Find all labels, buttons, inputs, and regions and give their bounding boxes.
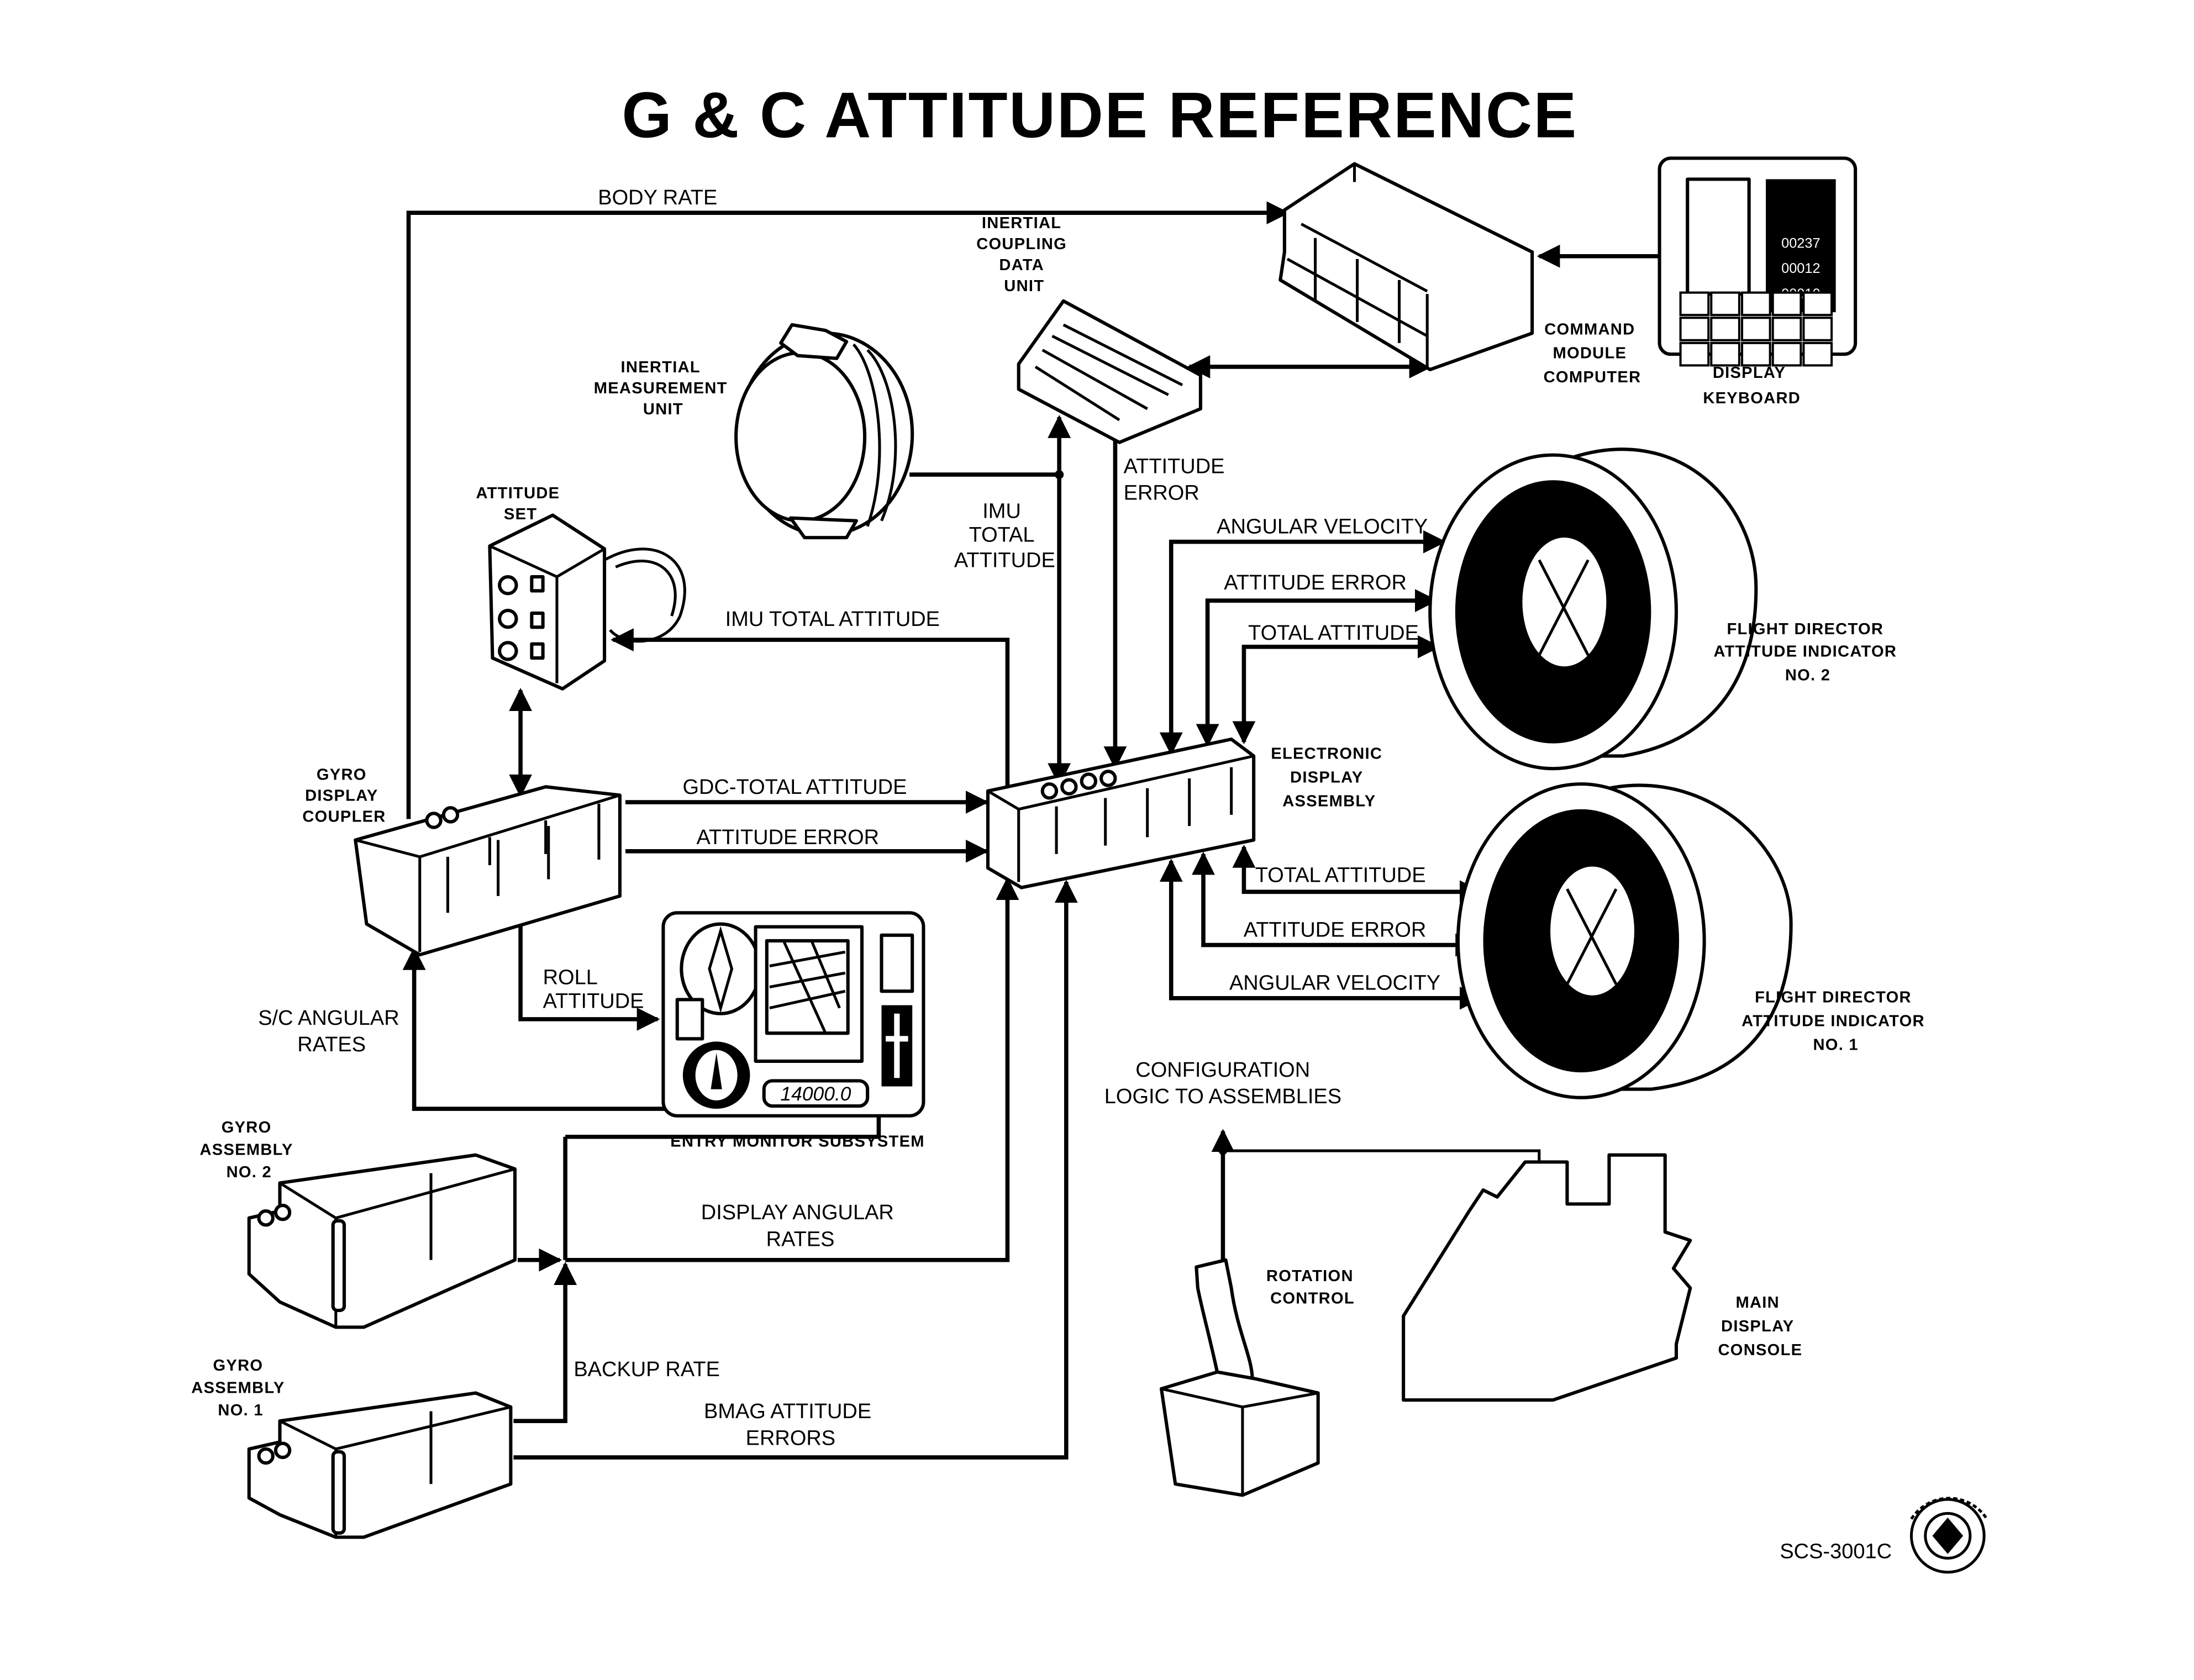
- wire-fdai2-attitude-error: [1196, 589, 1438, 747]
- signal-labels: BODY RATE IMU TOTAL ATTITUDE ATTITUDE ER…: [258, 186, 1440, 1450]
- wire-roll-attitude: [518, 917, 660, 1031]
- wire-fdai1-angular-velocity: [1159, 859, 1483, 1010]
- signal-fdai1-angular-velocity: ANGULAR VELOCITY: [1229, 972, 1440, 995]
- junction-dot: [1055, 470, 1064, 480]
- signal-bmag-attitude-errors: BMAG ATTITUDE ERRORS: [704, 1400, 877, 1450]
- wire-imu-total-attitude-to-set: [611, 628, 1010, 801]
- electronic-display-assembly: [986, 737, 1256, 889]
- label-gdc: GYRO DISPLAY COUPLER: [302, 766, 386, 826]
- label-attitude-set: ATTITUDE SET: [476, 484, 565, 523]
- dsky-readout-r2: 00012: [1781, 261, 1820, 276]
- label-main-display-console: MAIN DISPLAY CONSOLE: [1718, 1294, 1802, 1359]
- signal-imu-total-attitude-to-set: IMU TOTAL ATTITUDE: [725, 608, 940, 631]
- flight-director-attitude-indicator-2: [1428, 447, 1758, 771]
- inertial-measurement-unit: [734, 323, 914, 540]
- component-labels: INERTIAL COUPLING DATA UNIT INERTIAL MEA…: [191, 214, 1930, 1419]
- gyro-display-coupler: [354, 785, 622, 957]
- diagram-title: G & C ATTITUDE REFERENCE: [622, 79, 1577, 151]
- label-display-keyboard: DISPLAY KEYBOARD: [1703, 364, 1801, 407]
- dsky-readout-r1: 00237: [1781, 236, 1820, 251]
- wire-display-angular-rates: [565, 877, 1019, 1262]
- wire-fdai2-angular-velocity: [1159, 530, 1446, 756]
- rotation-control: [1159, 1258, 1320, 1497]
- signal-gdc-total-attitude: GDC-TOTAL ATTITUDE: [683, 776, 907, 799]
- signal-fdai1-total-attitude: TOTAL ATTITUDE: [1255, 864, 1426, 887]
- gyro-assembly-2: [247, 1153, 517, 1329]
- gyro-assembly-1: [247, 1391, 513, 1539]
- attitude-set: [488, 513, 686, 691]
- flight-director-attitude-indicator-1: [1456, 782, 1793, 1099]
- wire-mdc-to-config: [1223, 1149, 1541, 1179]
- label-gyro-assembly-2: GYRO ASSEMBLY NO. 2: [199, 1119, 298, 1181]
- signal-fdai1-attitude-error: ATTITUDE ERROR: [1244, 918, 1427, 941]
- entry-monitor-subsystem: 14000.0: [661, 911, 925, 1118]
- wire-backup-rate: [513, 1262, 577, 1423]
- signal-backup-rate: BACKUP RATE: [574, 1358, 720, 1381]
- apollo-logistics-training-seal-icon: [1909, 1497, 1988, 1574]
- label-fdai-2: FLIGHT DIRECTOR ATTITUDE INDICATOR NO. 2: [1713, 620, 1902, 684]
- signal-gdc-attitude-error: ATTITUDE ERROR: [696, 826, 879, 849]
- label-cmc: COMMAND MODULE COMPUTER: [1544, 321, 1641, 386]
- signal-sc-angular-rates: S/C ANGULAR RATES: [258, 1007, 405, 1056]
- wire-fdai2-total-attitude: [1232, 635, 1441, 745]
- label-fdai-1: FLIGHT DIRECTOR ATTITUDE INDICATOR NO. 1: [1741, 988, 1930, 1054]
- signal-body-rate: BODY RATE: [598, 186, 717, 209]
- main-display-console: [1402, 1153, 1692, 1402]
- signal-roll-attitude: ROLL ATTITUDE: [543, 966, 644, 1013]
- wire-body-rate: [406, 201, 1290, 819]
- signal-attitude-error-icdu: ATTITUDE ERROR: [1124, 455, 1230, 505]
- inertial-coupling-data-unit: [1017, 299, 1202, 444]
- label-eda: ELECTRONIC DISPLAY ASSEMBLY: [1271, 745, 1387, 810]
- label-icdu: INERTIAL COUPLING DATA UNIT: [976, 214, 1072, 295]
- signal-fdai2-total-attitude: TOTAL ATTITUDE: [1248, 622, 1419, 645]
- signal-imu-total-attitude-vertical: IMU TOTAL ATTITUDE: [954, 500, 1055, 572]
- label-gyro-assembly-1: GYRO ASSEMBLY NO. 1: [191, 1357, 290, 1419]
- display-keyboard: 00237 00012 00010: [1658, 156, 1858, 367]
- label-ems: ENTRY MONITOR SUBSYSTEM: [670, 1133, 925, 1150]
- label-imu: INERTIAL MEASUREMENT UNIT: [594, 359, 733, 418]
- signal-fdai2-attitude-error: ATTITUDE ERROR: [1224, 571, 1407, 594]
- command-module-computer: [1278, 162, 1534, 372]
- wire-bmag-attitude-errors: [513, 880, 1078, 1460]
- label-rotation-control: ROTATION CONTROL: [1266, 1267, 1359, 1308]
- junction-dot: [1218, 1146, 1228, 1155]
- signal-configuration-logic: CONFIGURATION LOGIC TO ASSEMBLIES: [1104, 1058, 1341, 1108]
- wire-sc-angular-rates: [402, 946, 881, 1137]
- signal-display-angular-rates: DISPLAY ANGULAR RATES: [701, 1201, 900, 1251]
- signal-wires: [402, 201, 1660, 1460]
- signal-fdai2-angular-velocity: ANGULAR VELOCITY: [1217, 515, 1428, 539]
- document-code: SCS-3001C: [1780, 1540, 1892, 1563]
- ems-velocity-readout: 14000.0: [780, 1083, 851, 1105]
